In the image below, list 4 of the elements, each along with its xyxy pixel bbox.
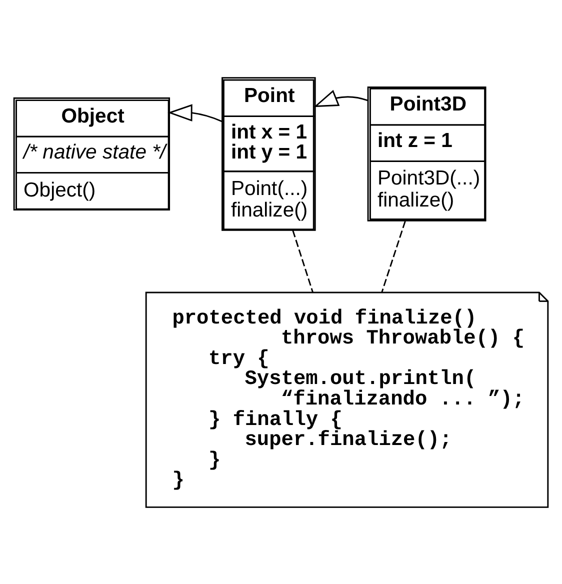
connector	[292, 230, 314, 292]
arrow	[314, 89, 368, 107]
arrow	[168, 104, 222, 122]
connector	[381, 220, 406, 292]
